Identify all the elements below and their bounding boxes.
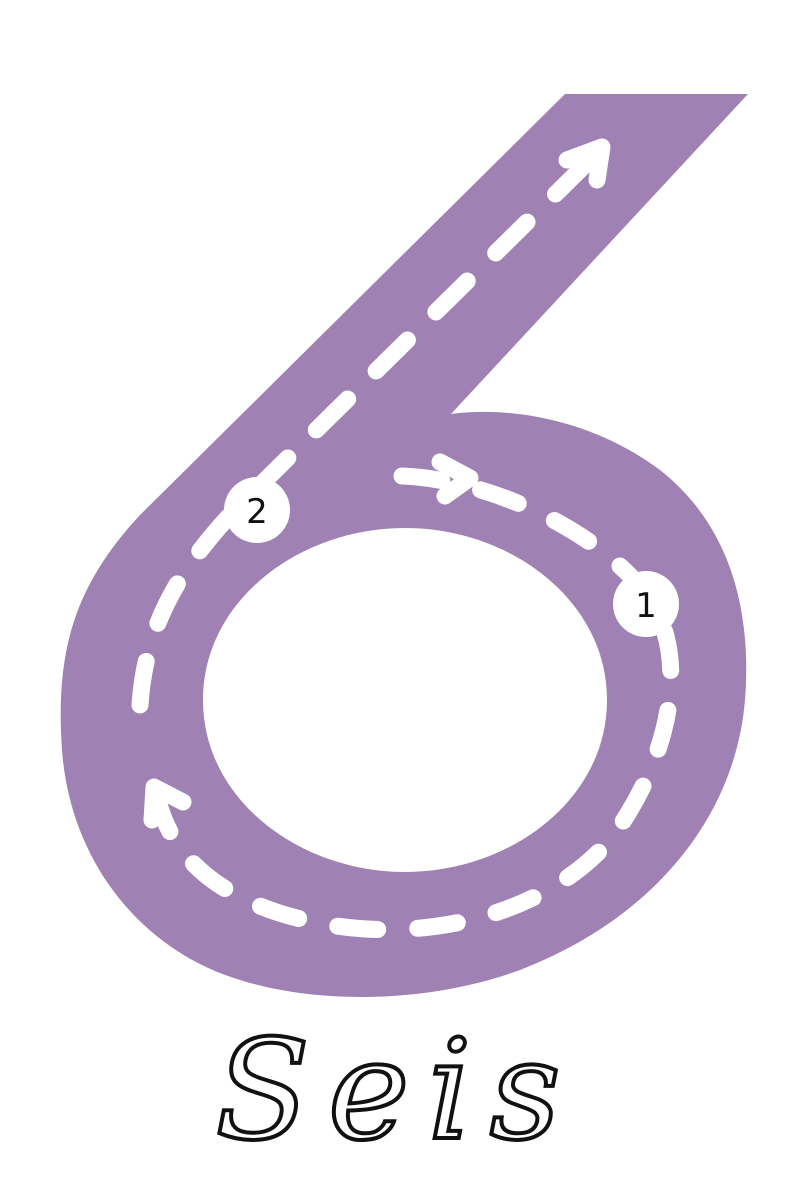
six-road-shape xyxy=(60,94,748,997)
step-marker-label: 2 xyxy=(246,492,268,532)
dashed-guide-loop xyxy=(149,467,680,939)
arrow-icon xyxy=(431,453,479,505)
number-word: Seis xyxy=(215,1010,578,1171)
step-marker-1: 1 xyxy=(613,571,679,637)
arrow-icon xyxy=(558,138,611,189)
arrow-icon xyxy=(143,778,192,829)
step-marker-2: 2 xyxy=(224,477,290,543)
step-marker-circle xyxy=(613,571,679,637)
dashed-guide-diagonal xyxy=(131,151,599,714)
step-marker-label: 1 xyxy=(635,586,657,626)
step-marker-circle xyxy=(224,477,290,543)
